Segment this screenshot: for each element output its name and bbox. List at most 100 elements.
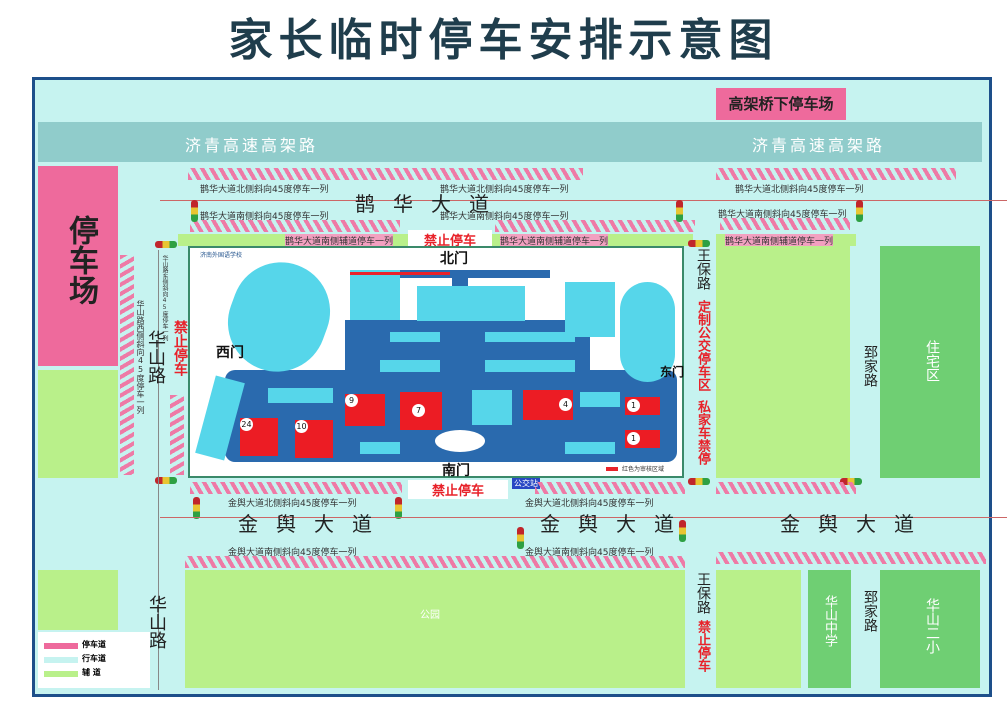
huashan-road-label: 华山路	[145, 330, 166, 384]
elevated-road-label: 济青高速高架路	[752, 136, 886, 155]
parking-strip	[120, 255, 134, 475]
jinyu-centerline	[160, 517, 1007, 518]
no-parking-wangbao: 禁止停车	[695, 620, 710, 672]
residential-area	[880, 246, 980, 478]
parking-lot	[38, 166, 118, 366]
building-number: 9	[345, 394, 358, 407]
parking-strip	[495, 220, 695, 232]
parking-strip	[720, 218, 850, 230]
jinyu-south-note: 金舆大道南侧斜向45度停车一列	[228, 548, 357, 558]
no-parking-north: 禁止停车	[408, 230, 492, 249]
building-number: 1	[627, 432, 640, 445]
traffic-light	[840, 478, 862, 485]
quehua-aux-note: 鹊华大道南侧辅道停车一列	[285, 234, 394, 247]
legend-red-swatch	[606, 467, 618, 471]
parking-strip	[190, 482, 402, 494]
parking-strip	[185, 556, 685, 568]
fountain	[435, 430, 485, 452]
building-1-south: 1	[625, 430, 660, 448]
building-9: 9	[345, 394, 385, 426]
building	[350, 270, 400, 320]
campus-road	[400, 270, 550, 278]
parking-strip	[716, 482, 856, 494]
huashan-middle-school	[808, 570, 851, 688]
building-number: 7	[412, 404, 425, 417]
building-1-north: 1	[625, 397, 660, 415]
parking-strip	[170, 395, 184, 475]
red-legend-label: 红色为审核区域	[622, 466, 665, 473]
building-10: 10	[295, 420, 333, 458]
parking-strip	[716, 552, 986, 564]
traffic-light	[191, 200, 198, 222]
huashan-east-note: 华山路东侧斜向45度停车一列	[161, 255, 168, 341]
huashan-road-label: 华山路	[146, 595, 167, 649]
building-number: 1	[627, 399, 640, 412]
quehua-centerline	[160, 200, 1007, 201]
building-4: 4	[523, 390, 573, 420]
jinyu-north-note: 金舆大道北侧斜向45度停车一列	[525, 499, 654, 509]
jinyu-south-note: 金舆大道南侧斜向45度停车一列	[525, 548, 654, 558]
building-8	[360, 442, 400, 454]
wangbao-road-label: 王保路	[695, 572, 711, 614]
traffic-light	[193, 497, 200, 519]
bus-stop: 公交站	[512, 478, 540, 489]
traffic-light	[517, 527, 524, 549]
north-gate-arrow	[350, 272, 450, 275]
parking-strip	[190, 220, 400, 232]
traffic-light	[688, 478, 710, 485]
building-5	[472, 390, 512, 425]
green-area	[716, 570, 801, 688]
legend-label: 停车道	[82, 640, 106, 649]
quehua-south-note: 鹊华大道南侧斜向45度停车一列	[440, 212, 569, 222]
west-gate-label: 西门	[216, 345, 244, 361]
building-14	[485, 332, 575, 342]
huashan-primary-school	[880, 570, 980, 688]
quehua-south-note: 鹊华大道南侧斜向45度停车一列	[718, 210, 847, 220]
huashan-centerline	[158, 250, 159, 690]
legend-label: 行车道	[82, 654, 106, 663]
building-3	[565, 442, 615, 454]
legend-swatch	[44, 671, 78, 677]
parking-strip	[716, 168, 956, 180]
quehua-north-note: 鹊华大道北侧斜向45度停车一列	[200, 185, 329, 195]
no-parking-south: 禁止停车	[408, 480, 508, 499]
page-title: 家长临时停车安排示意图	[228, 15, 779, 66]
traffic-light	[688, 240, 710, 247]
legend: 停车道 行车道 辅 道	[38, 632, 150, 688]
bus-zone-label: 定制公交停车区	[695, 300, 710, 391]
building-number: 4	[559, 398, 572, 411]
quehua-aux-note: 鹊华大道南侧辅道停车一列	[725, 234, 834, 247]
parking-lot-label: 停车场	[63, 215, 98, 305]
quehua-aux-note: 鹊华大道南侧辅道停车一列	[500, 234, 609, 247]
park-label: 公园	[420, 610, 440, 621]
zhijia-road-label: 郅家路	[862, 345, 878, 387]
quehua-north-note: 鹊华大道北侧斜向45度停车一列	[735, 185, 864, 195]
huashan-middle-label: 华山中学	[822, 595, 837, 647]
building-12: 24	[240, 418, 278, 456]
legend-swatch	[44, 643, 78, 649]
quehua-road-label: 鹊华大道	[355, 192, 507, 216]
green-area	[38, 370, 118, 478]
traffic-light	[395, 497, 402, 519]
elevated-road	[38, 122, 982, 162]
building-7: 7	[400, 392, 442, 430]
building-number: 24	[240, 418, 253, 431]
jinyu-road-label: 金舆大道	[238, 512, 390, 536]
huashan-primary-label: 华山二小	[924, 598, 940, 654]
traffic-light	[155, 241, 177, 248]
traffic-light	[679, 520, 686, 542]
legend-label: 辅 道	[82, 668, 101, 677]
building-2	[580, 392, 620, 407]
building-16	[380, 360, 440, 372]
building-20-21	[417, 286, 525, 321]
building	[565, 282, 615, 337]
residential-label: 住宅区	[924, 340, 940, 382]
jinyu-road-label: 金舆大道	[540, 512, 692, 536]
private-ban-label: 私家车禁停	[695, 400, 710, 465]
building-number: 10	[295, 420, 308, 433]
bridge-edge	[688, 88, 716, 121]
green-area	[716, 246, 850, 478]
quehua-north-note: 鹊华大道北侧斜向45度停车一列	[440, 185, 569, 195]
south-gate-label: 南门	[442, 463, 470, 479]
traffic-light	[155, 477, 177, 484]
